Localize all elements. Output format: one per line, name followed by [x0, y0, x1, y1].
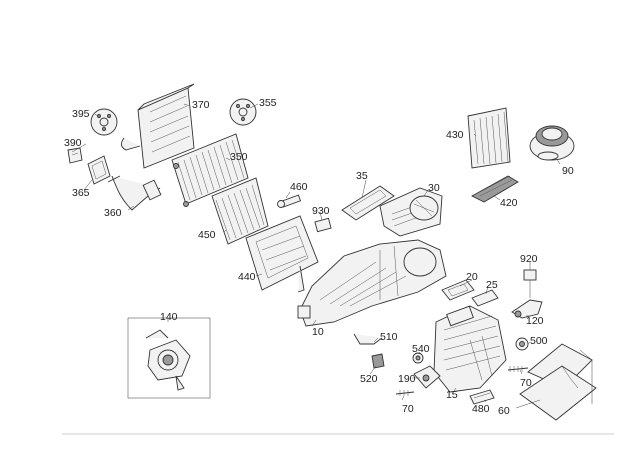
label-480: 480 [472, 403, 490, 415]
part-395-cover [90, 108, 118, 136]
part-430-filter [467, 107, 511, 169]
part-30-blower-housing [379, 187, 443, 237]
part-number-labels: 395 370 355 390 365 360 350 450 440 460 … [64, 97, 574, 417]
label-370: 370 [192, 99, 210, 111]
label-500: 500 [530, 335, 548, 347]
part-930-sensor [314, 217, 332, 233]
part-390-bracket [67, 147, 83, 164]
label-395: 395 [72, 108, 90, 120]
part-500-knob [515, 337, 529, 351]
part-190-actuator [413, 365, 441, 389]
part-25-gasket [471, 289, 499, 307]
label-190: 190 [398, 373, 416, 385]
label-90: 90 [562, 165, 574, 177]
label-15: 15 [446, 389, 458, 401]
label-20: 20 [466, 271, 478, 283]
label-365: 365 [72, 187, 90, 199]
part-920-sensor [523, 269, 537, 298]
label-60: 60 [498, 405, 510, 417]
part-350-radiator [171, 133, 249, 207]
label-10: 10 [312, 326, 324, 338]
part-360-pipe [107, 175, 162, 211]
leader-lines [71, 103, 561, 409]
label-420: 420 [500, 197, 518, 209]
label-460: 460 [290, 181, 308, 193]
label-350: 350 [230, 151, 248, 163]
part-10-main-housing [297, 239, 447, 327]
label-140: 140 [160, 311, 178, 323]
part-60-floor-duct [519, 343, 597, 421]
label-70-left: 70 [402, 403, 414, 415]
label-30: 30 [428, 182, 440, 194]
part-70-spring-right [507, 366, 529, 372]
part-440-frame [245, 215, 319, 293]
part-450-evaporator [211, 177, 269, 245]
label-390: 390 [64, 137, 82, 149]
label-930: 930 [312, 205, 330, 217]
part-480-pad [469, 389, 495, 405]
part-70-spring-left [395, 390, 415, 396]
label-120: 120 [526, 315, 544, 327]
part-60-lower-housing [433, 305, 507, 393]
part-510-rod [353, 333, 383, 345]
label-450: 450 [198, 229, 216, 241]
label-70-right: 70 [520, 377, 532, 389]
label-920: 920 [520, 253, 538, 265]
part-90-blower-motor [529, 125, 575, 161]
label-355: 355 [259, 97, 277, 109]
label-430: 430 [446, 129, 464, 141]
label-520: 520 [360, 373, 378, 385]
part-460-screw [277, 194, 302, 208]
label-25: 25 [486, 279, 498, 291]
part-420-module [471, 175, 519, 203]
part-540-nut [412, 352, 424, 364]
label-540: 540 [412, 343, 430, 355]
label-35: 35 [356, 170, 368, 182]
part-365-gasket [87, 155, 111, 185]
callout-140-detail [127, 317, 211, 399]
label-440: 440 [238, 271, 256, 283]
label-360: 360 [104, 207, 122, 219]
part-520-clip [371, 353, 385, 369]
part-120-actuator-arm [511, 299, 543, 319]
part-370-heater-core [121, 83, 195, 169]
label-510: 510 [380, 331, 398, 343]
part-355-cover [229, 98, 257, 126]
part-20-gasket [441, 279, 475, 301]
part-35-gasket [341, 185, 395, 221]
